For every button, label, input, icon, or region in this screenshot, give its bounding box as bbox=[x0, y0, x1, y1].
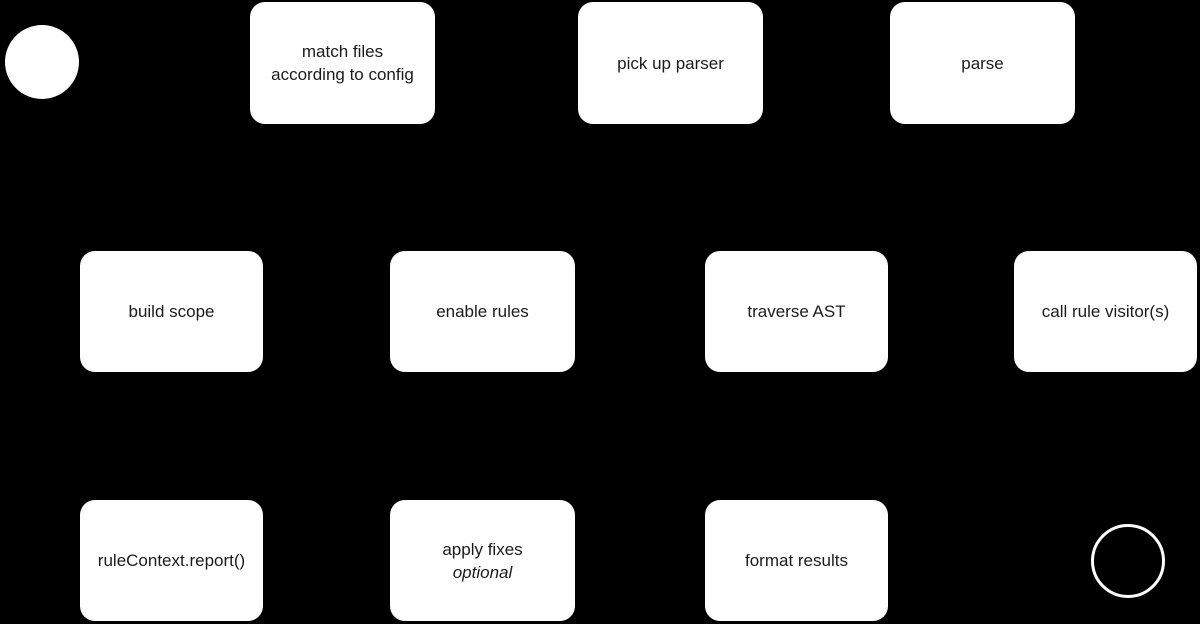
node-parse: parse bbox=[890, 2, 1075, 124]
node-label-line2: according to config bbox=[271, 65, 414, 84]
node-label: format results bbox=[745, 551, 848, 570]
node-label: match files bbox=[301, 42, 384, 61]
node-build-scope: build scope bbox=[80, 251, 263, 372]
node-label: parse bbox=[961, 53, 1004, 73]
node-match-files: match files according to config bbox=[250, 2, 435, 124]
node-sublabel-optional: optional bbox=[452, 562, 513, 582]
node-enable-rules: enable rules bbox=[390, 251, 575, 372]
end-node-circle bbox=[1091, 524, 1165, 598]
start-node-circle bbox=[5, 25, 79, 99]
node-format-results: format results bbox=[705, 500, 888, 621]
node-call-rule-visitors: call rule visitor(s) bbox=[1014, 251, 1197, 372]
node-label: enable rules bbox=[436, 302, 529, 321]
node-label: ruleContext.report() bbox=[97, 551, 246, 570]
node-pick-up-parser: pick up parser bbox=[578, 2, 763, 124]
node-rule-context-report: ruleContext.report() bbox=[80, 500, 263, 621]
node-traverse-ast: traverse AST bbox=[705, 251, 888, 372]
node-label: traverse AST bbox=[747, 302, 846, 321]
node-label: pick up parser bbox=[617, 53, 724, 73]
node-apply-fixes: apply fixes optional bbox=[390, 500, 575, 621]
node-label: build scope bbox=[128, 302, 215, 321]
node-label: call rule visitor(s) bbox=[1041, 302, 1170, 321]
node-label: apply fixes bbox=[442, 539, 523, 559]
